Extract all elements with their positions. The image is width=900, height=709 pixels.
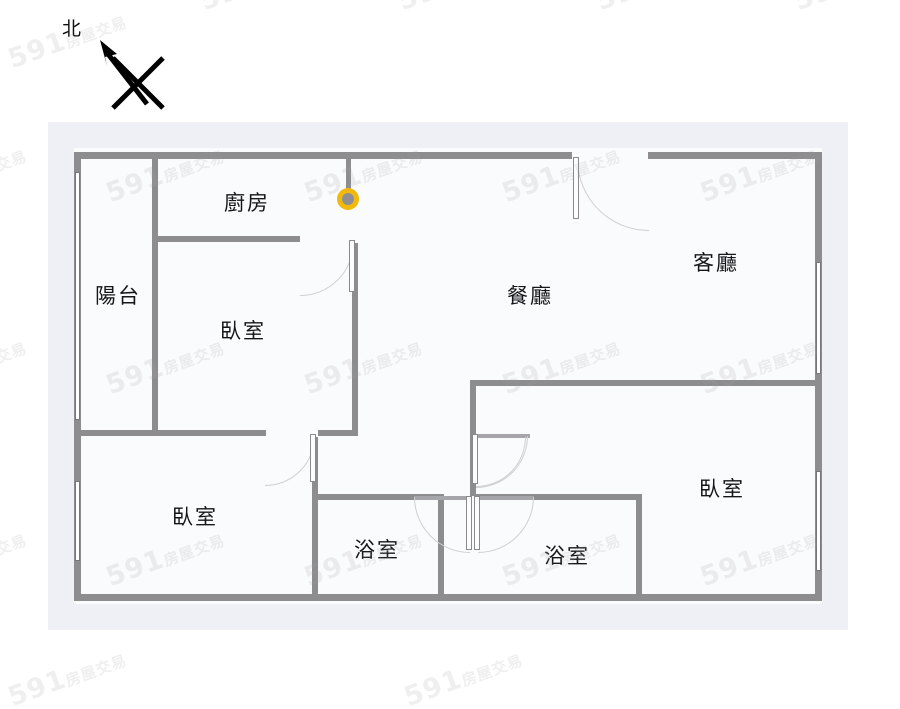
door-leaf-bathroom2[interactable] (474, 496, 480, 550)
wall-bathroom2-top (476, 494, 641, 500)
doorgap-bedroom2 (266, 430, 318, 437)
door-leaf-entry[interactable] (573, 157, 579, 219)
wall-bathroom1-right (438, 495, 444, 598)
watermark: 591房屋交易 (400, 642, 527, 709)
wall-bedroom1-right (352, 242, 358, 436)
watermark-brand: 591 (394, 0, 460, 17)
watermark: 591房屋交易 (592, 0, 719, 17)
room-label-kitchen: 廚房 (224, 191, 270, 215)
compass-north-label: 北 (62, 18, 82, 40)
door-leaf-bedroom1[interactable] (349, 240, 355, 292)
door-leaf-hall-upper[interactable] (472, 434, 478, 484)
doorgap-entry (572, 152, 648, 159)
compass-rose-icon (100, 40, 165, 110)
room-label-living: 客廳 (693, 251, 739, 275)
kitchen-wall-endpoint-marker[interactable] (337, 188, 359, 210)
watermark-brand: 591 (4, 25, 71, 76)
wall-dining-bedroom3-divider (470, 380, 822, 386)
wall-bedroom2-right (312, 436, 318, 598)
marker-core (342, 193, 354, 205)
door-leaf-bathroom1[interactable] (466, 496, 472, 550)
watermark-suffix: 房屋交易 (0, 531, 30, 571)
wall-bathroom2-right (636, 494, 642, 598)
wall-exterior-top (74, 152, 822, 159)
room-label-bedroom-2: 臥室 (172, 505, 218, 529)
watermark: 591房屋交易 (790, 0, 900, 17)
wall-exterior-bottom (74, 594, 822, 601)
doorgap-bedroom1 (300, 236, 358, 243)
watermark: 591房屋交易 (196, 0, 323, 17)
watermark: 591房屋交易 (4, 642, 131, 709)
watermark-suffix: 房屋交易 (63, 651, 130, 691)
watermark-brand: 591 (592, 0, 658, 17)
room-label-bedroom-3: 臥室 (699, 477, 745, 501)
wall-upper-lower-divider (74, 430, 358, 436)
room-label-balcony: 陽台 (95, 284, 141, 308)
watermark-brand: 591 (4, 663, 71, 709)
wall-balcony-divider (152, 152, 158, 435)
window-balcony-left (75, 172, 80, 420)
room-label-bathroom-1: 浴室 (354, 538, 400, 562)
window-living-right (816, 262, 821, 374)
watermark-brand: 591 (400, 663, 467, 709)
room-label-bedroom-1: 臥室 (220, 319, 266, 343)
wall-kitchen-right-stub (346, 155, 351, 193)
wall-bathroom1-top (316, 494, 444, 500)
wall-exterior-right (815, 152, 822, 601)
watermark-suffix: 房屋交易 (459, 651, 526, 691)
watermark-suffix: 房屋交易 (0, 147, 30, 187)
room-label-bathroom-2: 浴室 (544, 544, 590, 568)
watermark: 591房屋交易 (0, 330, 31, 401)
door-leaf-bedroom2[interactable] (310, 434, 316, 482)
watermark: 591房屋交易 (0, 138, 31, 209)
watermark-brand: 591 (196, 0, 262, 17)
room-label-dining: 餐廳 (507, 284, 553, 308)
watermark: 591房屋交易 (394, 0, 521, 17)
wall-kitchen-bottom (152, 236, 358, 242)
window-bedroom3-right (816, 471, 821, 571)
watermark: 591房屋交易 (0, 522, 31, 593)
watermark-brand: 591 (790, 0, 856, 17)
window-bedroom2-left (75, 481, 80, 561)
watermark-suffix: 房屋交易 (0, 339, 30, 379)
